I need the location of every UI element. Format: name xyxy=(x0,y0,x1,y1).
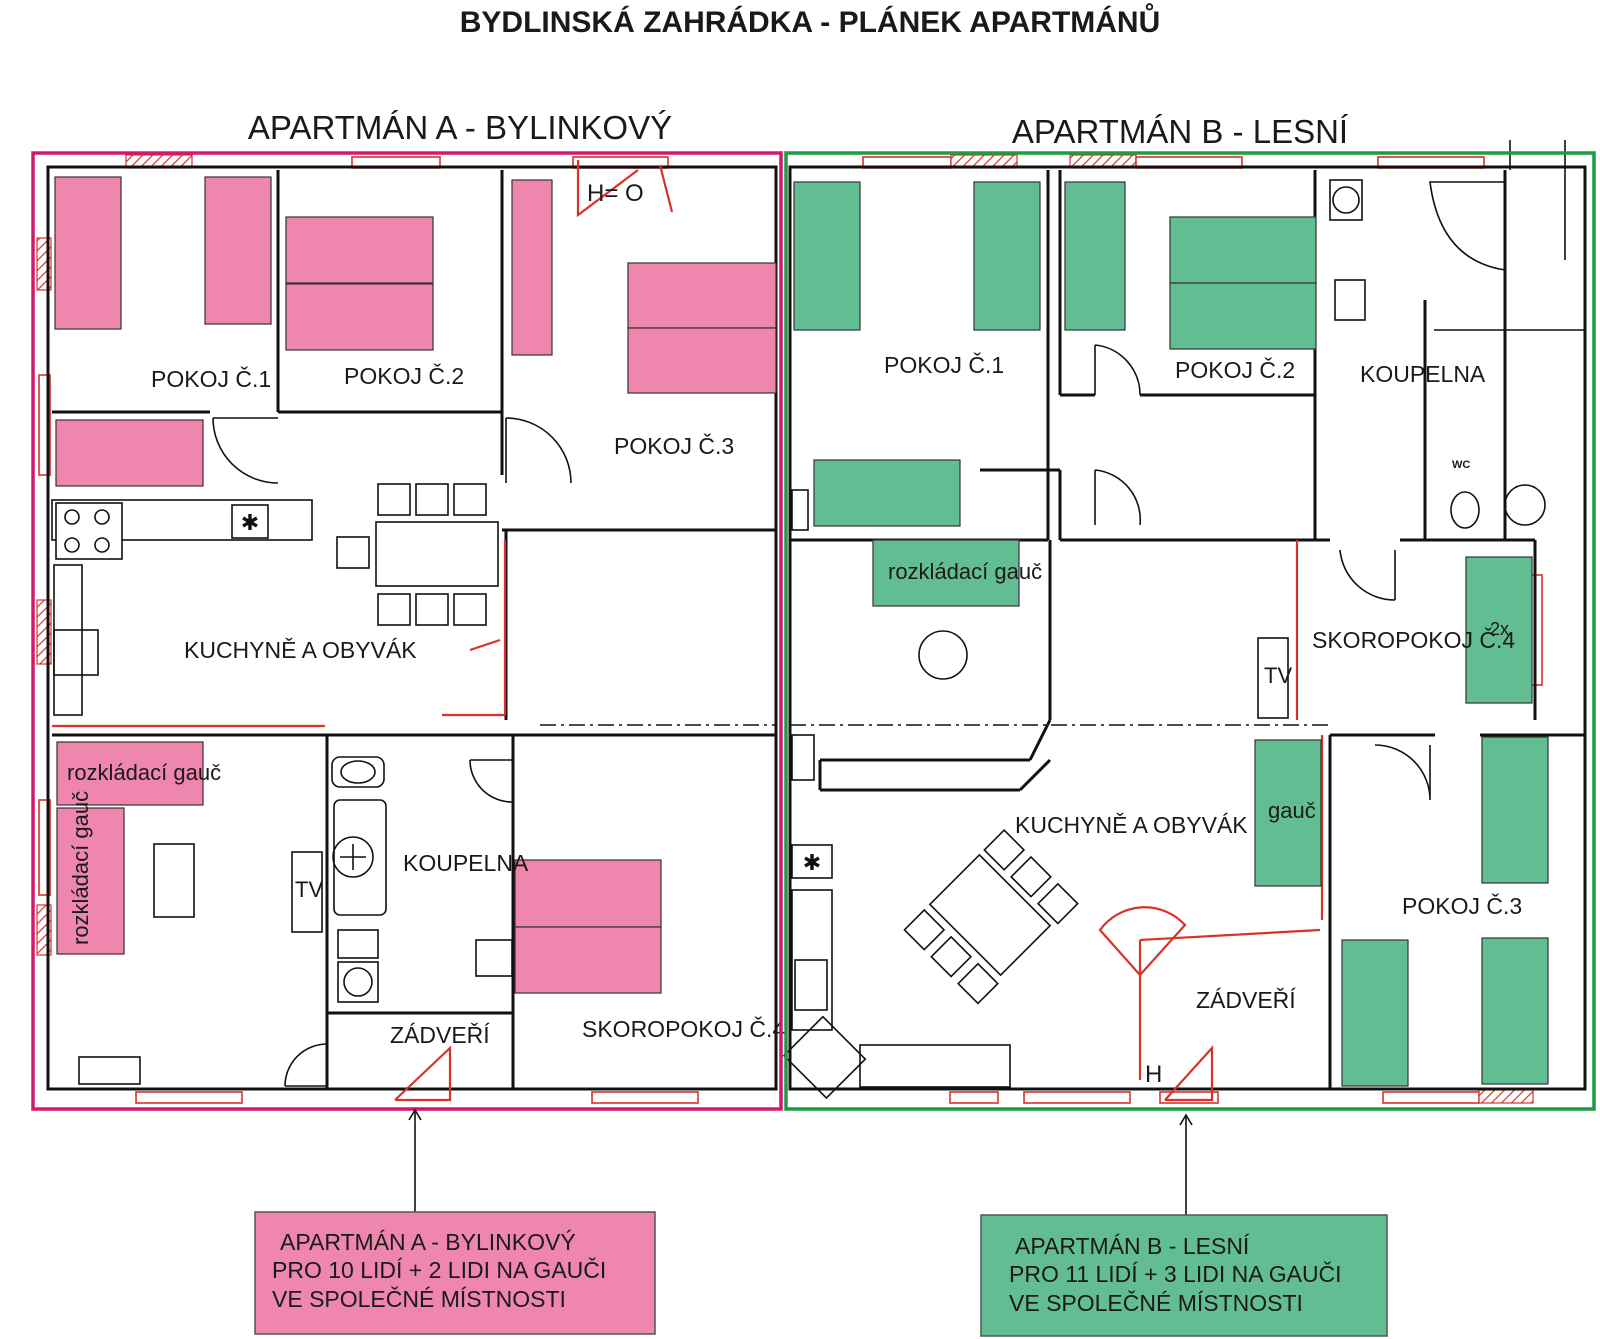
room-label: POKOJ Č.3 xyxy=(1402,892,1522,919)
info-a-line3: VE SPOLEČNÉ MÍSTNOSTI xyxy=(272,1285,566,1312)
bed xyxy=(627,262,777,329)
sofa-label: rozkládací gauč xyxy=(888,559,1042,584)
sofa-label: rozkládací gauč xyxy=(68,791,93,945)
apartment-a-border xyxy=(31,151,783,1111)
window xyxy=(949,1091,999,1104)
bed xyxy=(285,216,434,284)
bed xyxy=(285,283,434,351)
info-a-line2: PRO 10 LIDÍ + 2 LIDI NA GAUČI xyxy=(272,1256,606,1283)
sofa-label: rozkládací gauč xyxy=(67,760,221,785)
bed xyxy=(793,181,861,331)
bed xyxy=(514,859,662,928)
apartment-a-heading: APARTMÁN A - BYLINKOVÝ xyxy=(248,109,672,146)
room-label: POKOJ Č.2 xyxy=(344,362,464,389)
bed xyxy=(1481,937,1549,1085)
sofa xyxy=(56,741,204,806)
wc-label: WC xyxy=(1452,459,1470,471)
heating-label: H xyxy=(1145,1061,1162,1088)
tv-label: TV xyxy=(295,877,323,902)
couch xyxy=(1254,739,1322,887)
bed xyxy=(511,179,553,356)
bed xyxy=(627,327,777,394)
apartment-b-heading: APARTMÁN B - LESNÍ xyxy=(1012,113,1349,150)
window xyxy=(38,799,51,896)
apartment-a: ✱ POKOJ Č.1 P xyxy=(31,151,785,1111)
room-label: POKOJ Č.1 xyxy=(151,365,271,392)
tv-label: TV xyxy=(1264,663,1292,688)
bed xyxy=(1169,216,1317,284)
plan-title: BYDLINSKÁ ZAHRÁDKA - PLÁNEK APARTMÁNŮ xyxy=(460,3,1161,39)
couch-label: gauč xyxy=(1268,798,1316,823)
bed xyxy=(55,419,204,487)
room-label: POKOJ Č.3 xyxy=(614,432,734,459)
window xyxy=(1159,1091,1219,1104)
room-label: SKOROPOKOJ Č.4 xyxy=(1312,626,1515,653)
bed xyxy=(1064,181,1126,331)
room-label: ZÁDVEŘÍ xyxy=(390,1022,490,1048)
heating-label: H= O xyxy=(587,180,644,207)
bed-count-label: 2x xyxy=(1490,619,1509,639)
bed xyxy=(1341,939,1409,1087)
room-label: POKOJ Č.1 xyxy=(884,351,1004,378)
apartment-b: ✱ POKOJ Č.1 POKOJ Č.2 KOUPELNA SKOROPOKO… xyxy=(782,140,1596,1111)
room-label: ZÁDVEŘÍ xyxy=(1196,987,1296,1013)
bed xyxy=(54,176,122,330)
room-label: KOUPELNA xyxy=(403,850,529,876)
bed xyxy=(1465,556,1533,704)
bed xyxy=(514,926,662,994)
room-label: SKOROPOKOJ Č.4 xyxy=(582,1015,785,1042)
apartment-a-info-box: APARTMÁN A - BYLINKOVÝ PRO 10 LIDÍ + 2 L… xyxy=(254,1211,656,1335)
room-label: KUCHYNĚ A OBYVÁK xyxy=(184,637,417,663)
svg-text:✱: ✱ xyxy=(241,510,259,535)
apartment-b-border xyxy=(784,151,1596,1111)
window xyxy=(1023,1091,1131,1104)
info-b-line3: VE SPOLEČNÉ MÍSTNOSTI xyxy=(1009,1289,1303,1316)
info-a-line1: APARTMÁN A - BYLINKOVÝ xyxy=(280,1229,576,1255)
window xyxy=(1382,1091,1480,1104)
sofa xyxy=(56,807,125,955)
room-label: KOUPELNA xyxy=(1360,361,1486,387)
bed xyxy=(973,181,1041,331)
info-b-line1: APARTMÁN B - LESNÍ xyxy=(1015,1233,1250,1259)
window xyxy=(38,374,51,476)
room-label: KUCHYNĚ A OBYVÁK xyxy=(1015,812,1248,838)
sofa xyxy=(872,539,1020,607)
svg-text:✱: ✱ xyxy=(803,850,821,875)
bed xyxy=(813,459,961,527)
window xyxy=(591,1091,699,1104)
bed xyxy=(204,176,272,325)
bed xyxy=(1481,736,1549,884)
info-b-line2: PRO 11 LIDÍ + 3 LIDI NA GAUČI xyxy=(1009,1260,1342,1287)
window xyxy=(135,1091,243,1104)
window-hatch xyxy=(1478,1089,1534,1104)
apartment-b-info-box: APARTMÁN B - LESNÍ PRO 11 LIDÍ + 3 LIDI … xyxy=(980,1214,1388,1337)
bed xyxy=(1169,282,1317,350)
room-label: POKOJ Č.2 xyxy=(1175,356,1295,383)
